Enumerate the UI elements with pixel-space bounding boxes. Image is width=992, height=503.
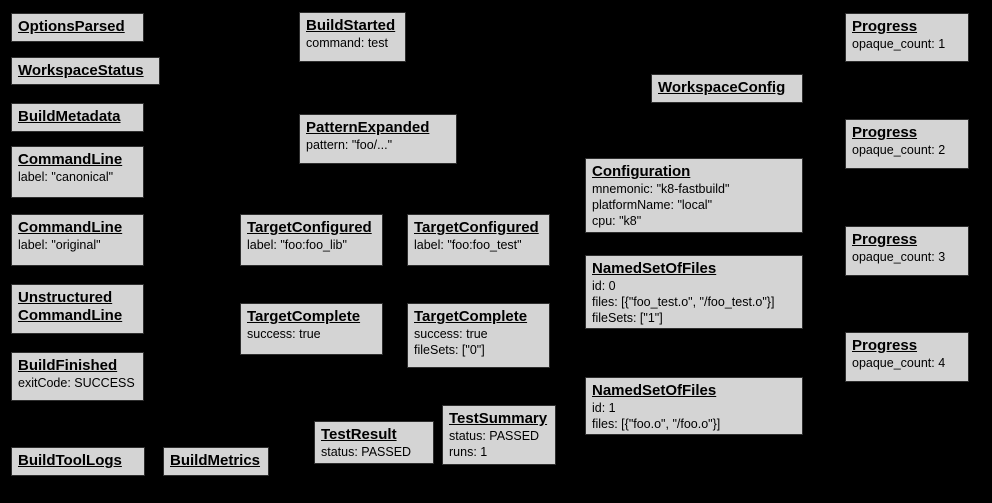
node-unstructured-command-line: Unstructured CommandLine	[11, 284, 144, 334]
node-title: WorkspaceStatus	[18, 62, 144, 79]
node-workspace-status: WorkspaceStatus	[11, 57, 160, 85]
node-title: NamedSetOfFiles	[592, 260, 717, 277]
node-field: fileSets: ["1"]	[592, 311, 663, 325]
node-title: TargetComplete	[414, 308, 528, 325]
node-title: CommandLine	[18, 219, 123, 236]
node-title: Progress	[852, 337, 918, 354]
node-field: mnemonic: "k8-fastbuild"	[592, 182, 730, 196]
node-build-metadata: BuildMetadata	[11, 103, 144, 132]
node-progress-1: Progress opaque_count: 1	[845, 13, 969, 62]
node-progress-3: Progress opaque_count: 3	[845, 226, 969, 276]
node-field: opaque_count: 2	[852, 143, 946, 157]
node-title: TargetConfigured	[414, 219, 539, 236]
node-field: label: "foo:foo_test"	[414, 238, 522, 252]
node-field: platformName: "local"	[592, 198, 713, 212]
node-build-metrics: BuildMetrics	[163, 447, 269, 476]
node-field: id: 1	[592, 401, 616, 415]
node-title: TestResult	[321, 426, 397, 443]
node-field: files: [{"foo.o", "/foo.o"}]	[592, 417, 721, 431]
node-field: id: 0	[592, 279, 616, 293]
node-title: WorkspaceConfig	[658, 79, 786, 96]
node-field: status: PASSED	[321, 445, 412, 459]
node-title: BuildStarted	[306, 17, 396, 34]
node-title: TargetComplete	[247, 308, 361, 325]
node-title: NamedSetOfFiles	[592, 382, 717, 399]
node-progress-2: Progress opaque_count: 2	[845, 119, 969, 169]
node-workspace-config: WorkspaceConfig	[651, 74, 803, 103]
node-title: Configuration	[592, 163, 691, 180]
node-field: runs: 1	[449, 445, 488, 459]
node-title: Progress	[852, 18, 918, 35]
node-title: OptionsParsed	[18, 18, 125, 35]
node-field: exitCode: SUCCESS	[18, 376, 135, 390]
node-pattern-expanded: PatternExpanded pattern: "foo/..."	[299, 114, 457, 164]
node-options-parsed: OptionsParsed	[11, 13, 144, 42]
node-field: label: "foo:foo_lib"	[247, 238, 347, 252]
node-command-line-original: CommandLine label: "original"	[11, 214, 144, 266]
node-test-summary: TestSummary status: PASSED runs: 1	[442, 405, 556, 465]
node-title: Progress	[852, 124, 918, 141]
node-named-set-of-files-1: NamedSetOfFiles id: 1 files: [{"foo.o", …	[585, 377, 803, 435]
node-title-line2: CommandLine	[18, 307, 123, 324]
node-title: PatternExpanded	[306, 119, 430, 136]
node-title: CommandLine	[18, 151, 123, 168]
node-build-finished: BuildFinished exitCode: SUCCESS	[11, 352, 144, 401]
node-command-line-canonical: CommandLine label: "canonical"	[11, 146, 144, 198]
node-named-set-of-files-0: NamedSetOfFiles id: 0 files: [{"foo_test…	[585, 255, 803, 329]
node-field: fileSets: ["0"]	[414, 343, 485, 357]
node-field: label: "canonical"	[18, 170, 114, 184]
node-target-complete-foo-lib: TargetComplete success: true	[240, 303, 383, 355]
node-progress-4: Progress opaque_count: 4	[845, 332, 969, 382]
node-title: BuildToolLogs	[18, 452, 122, 469]
node-field: label: "original"	[18, 238, 101, 252]
node-build-started: BuildStarted command: test	[299, 12, 406, 62]
node-title: BuildFinished	[18, 357, 118, 374]
node-build-tool-logs: BuildToolLogs	[11, 447, 145, 476]
node-field: opaque_count: 1	[852, 37, 946, 51]
node-field: command: test	[306, 36, 388, 50]
node-title: BuildMetadata	[18, 108, 121, 125]
node-field: cpu: "k8"	[592, 214, 642, 228]
node-target-configured-foo-test: TargetConfigured label: "foo:foo_test"	[407, 214, 550, 266]
node-field: opaque_count: 4	[852, 356, 946, 370]
node-field: pattern: "foo/..."	[306, 138, 393, 152]
node-title: TargetConfigured	[247, 219, 372, 236]
node-configuration: Configuration mnemonic: "k8-fastbuild" p…	[585, 158, 803, 233]
node-title: Unstructured	[18, 289, 113, 306]
node-field: status: PASSED	[449, 429, 540, 443]
node-field: success: true	[247, 327, 321, 341]
node-target-configured-foo-lib: TargetConfigured label: "foo:foo_lib"	[240, 214, 383, 266]
node-field: opaque_count: 3	[852, 250, 946, 264]
node-title: BuildMetrics	[170, 452, 261, 469]
node-title: Progress	[852, 231, 918, 248]
node-field: success: true	[414, 327, 488, 341]
node-title: TestSummary	[449, 410, 548, 427]
node-test-result: TestResult status: PASSED	[314, 421, 434, 464]
node-target-complete-foo-test: TargetComplete success: true fileSets: […	[407, 303, 550, 368]
node-field: files: [{"foo_test.o", "/foo_test.o"}]	[592, 295, 775, 309]
